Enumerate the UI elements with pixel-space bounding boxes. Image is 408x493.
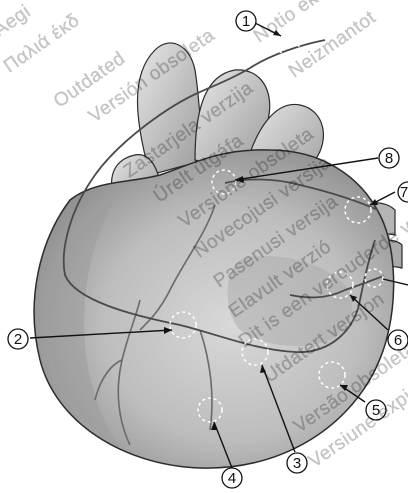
callout-3-label: 3 — [293, 455, 301, 472]
callout-6: 6 — [388, 330, 408, 350]
callout-5-label: 5 — [372, 402, 380, 419]
callout-8-label: 8 — [385, 150, 393, 167]
callout-5: 5 — [366, 400, 386, 420]
callout-2: 2 — [8, 329, 28, 349]
callout-3: 3 — [287, 453, 307, 473]
callout-7: 7 — [398, 182, 408, 202]
callout-4-label: 4 — [228, 470, 236, 487]
callout-2-label: 2 — [14, 331, 22, 348]
callout-1-label: 1 — [242, 13, 250, 30]
callout-7-label: 7 — [400, 184, 408, 201]
callout-4: 4 — [222, 468, 242, 488]
callout-8: 8 — [379, 148, 399, 168]
callout-1: 1 — [236, 11, 256, 31]
callout-6-label: 6 — [394, 332, 402, 349]
